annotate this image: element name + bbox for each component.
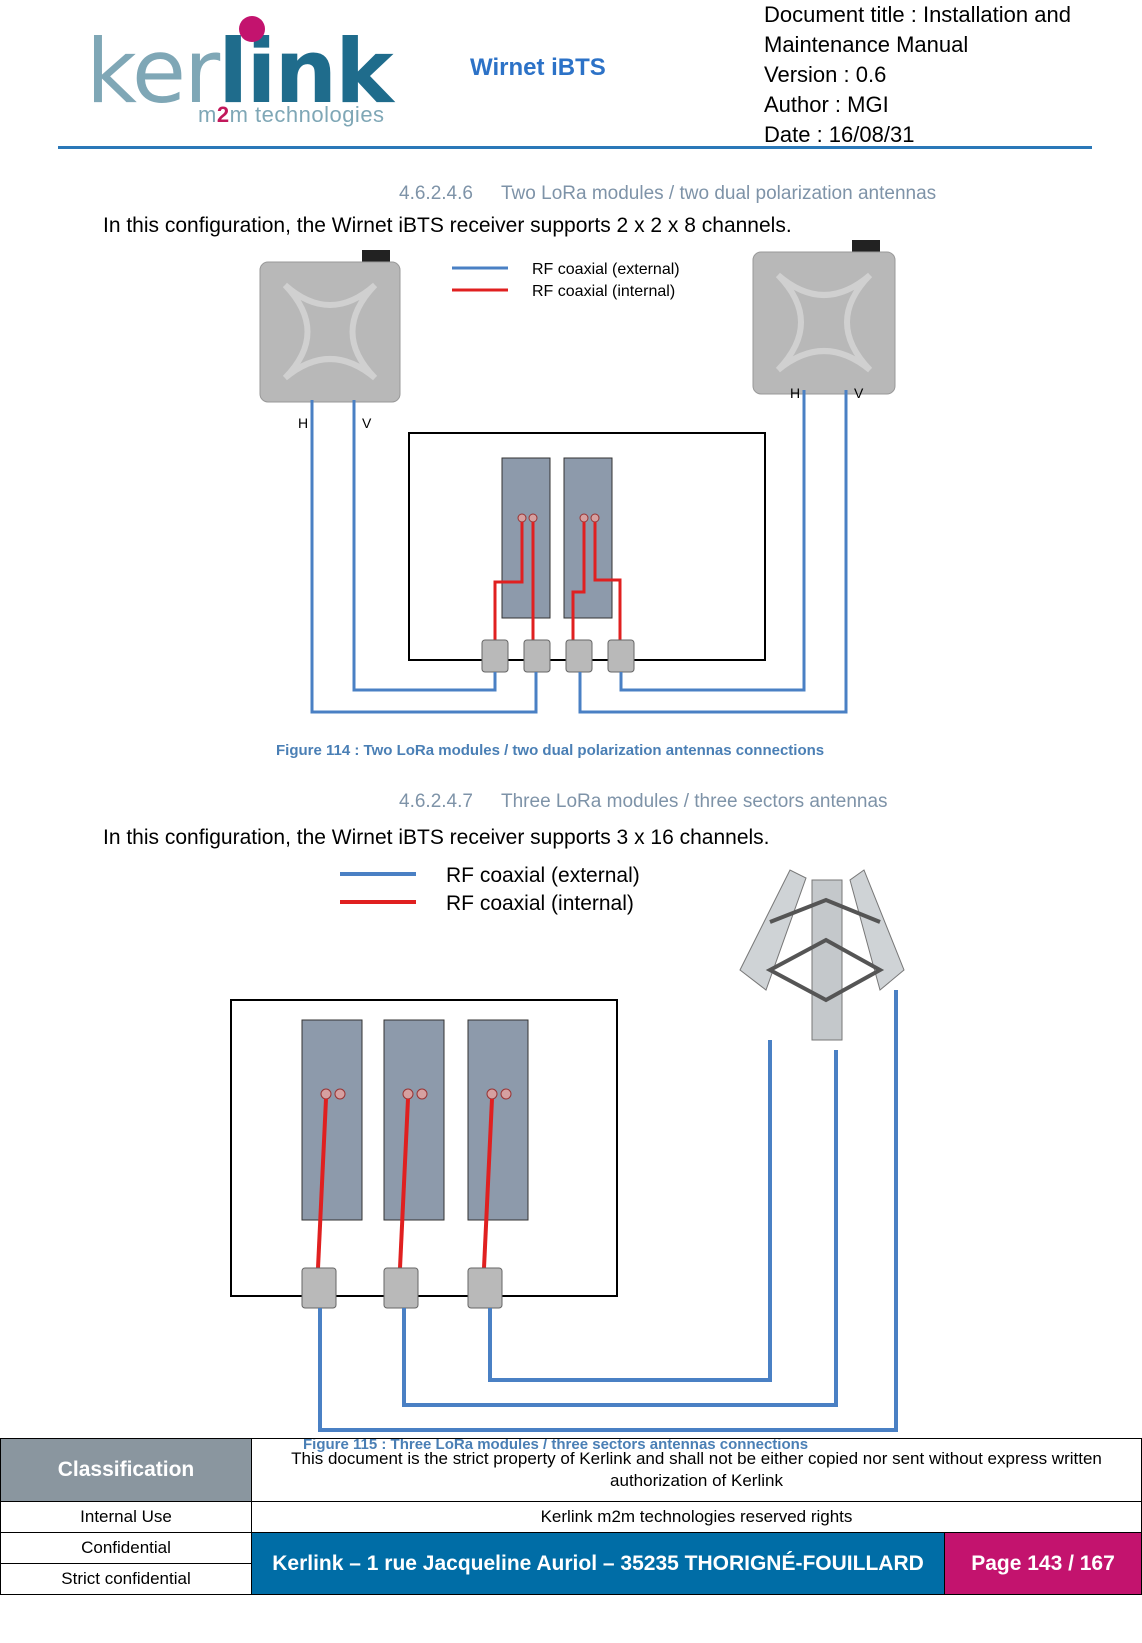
doc-version: Version : 0.6 — [764, 62, 887, 87]
section-title: Two LoRa modules / two dual polarization… — [501, 183, 937, 204]
lora-module-2-icon — [563, 457, 613, 619]
three-sector-antenna-icon — [739, 869, 905, 1041]
product-title: Wirnet iBTS — [470, 54, 606, 81]
lora-module-1-icon — [501, 457, 551, 619]
page-number: Page 143 / 167 — [944, 1532, 1142, 1595]
left-panel-antenna-icon — [259, 250, 401, 403]
doc-author: Author : MGI — [764, 92, 889, 117]
logo-tagline-2: 2 — [216, 102, 230, 127]
label-v-right: V — [854, 385, 864, 401]
doc-date: Date : 16/08/31 — [764, 122, 915, 147]
section-paragraph: In this configuration, the Wirnet iBTS r… — [103, 214, 792, 237]
logo-emblem-icon — [239, 16, 265, 42]
doc-title-line2: Maintenance Manual — [764, 32, 969, 57]
legend-external-label: RF coaxial (external) — [532, 261, 680, 278]
logo-ker-text: ker — [86, 20, 220, 123]
label-v-left: V — [362, 415, 372, 431]
copyright-notice: This document is the strict property of … — [251, 1438, 1142, 1502]
logo-tagline-rest: m technologies — [229, 102, 385, 127]
label-h-right: H — [790, 385, 800, 401]
header-divider — [58, 146, 1092, 149]
classification-header: Classification — [0, 1438, 252, 1502]
kerlink-logo: kerlink m2m technologies — [86, 10, 394, 130]
right-panel-antenna-icon — [752, 240, 896, 395]
legend-external-label: RF coaxial (external) — [446, 864, 640, 887]
lora-module-1-icon — [301, 1019, 363, 1221]
figure-114-diagram: RF coaxial (external) RF coaxial (intern… — [259, 240, 896, 714]
logo-tagline-m: m — [198, 102, 217, 127]
legend-internal-label: RF coaxial (internal) — [532, 283, 675, 300]
reserved-rights: Kerlink m2m technologies reserved rights — [251, 1501, 1142, 1533]
lora-module-3-icon — [467, 1019, 529, 1221]
figure-114-caption: Figure 114 : Two LoRa modules / two dual… — [276, 742, 825, 759]
classification-footer: Classification This document is the stri… — [0, 1438, 1142, 1595]
section-title: Three LoRa modules / three sectors anten… — [501, 791, 888, 812]
classification-confidential: Confidential — [0, 1532, 252, 1564]
classification-strict-confidential: Strict confidential — [0, 1563, 252, 1595]
legend-internal-label: RF coaxial (internal) — [446, 892, 634, 915]
n-connectors-icon — [301, 1267, 503, 1309]
section-paragraph: In this configuration, the Wirnet iBTS r… — [103, 826, 770, 849]
section-heading-4-6-2-4-6: 4.6.2.4.6 Two LoRa modules / two dual pol… — [399, 183, 936, 205]
figure-115-diagram: RF coaxial (external) RF coaxial (intern… — [230, 864, 905, 1432]
logo-link-text: link — [218, 20, 393, 123]
doc-title-line1: Document title : Installation and — [764, 2, 1071, 27]
document-meta: Document title : Installation and Mainte… — [764, 0, 1071, 150]
section-number: 4.6.2.4.6 — [399, 183, 473, 204]
classification-internal-use: Internal Use — [0, 1501, 252, 1533]
label-h-left: H — [298, 415, 308, 431]
lora-module-2-icon — [383, 1019, 445, 1221]
section-number: 4.6.2.4.7 — [399, 791, 473, 812]
section-heading-4-6-2-4-7: 4.6.2.4.7 Three LoRa modules / three sect… — [399, 791, 888, 813]
company-address: Kerlink – 1 rue Jacqueline Auriol – 3523… — [251, 1532, 945, 1595]
